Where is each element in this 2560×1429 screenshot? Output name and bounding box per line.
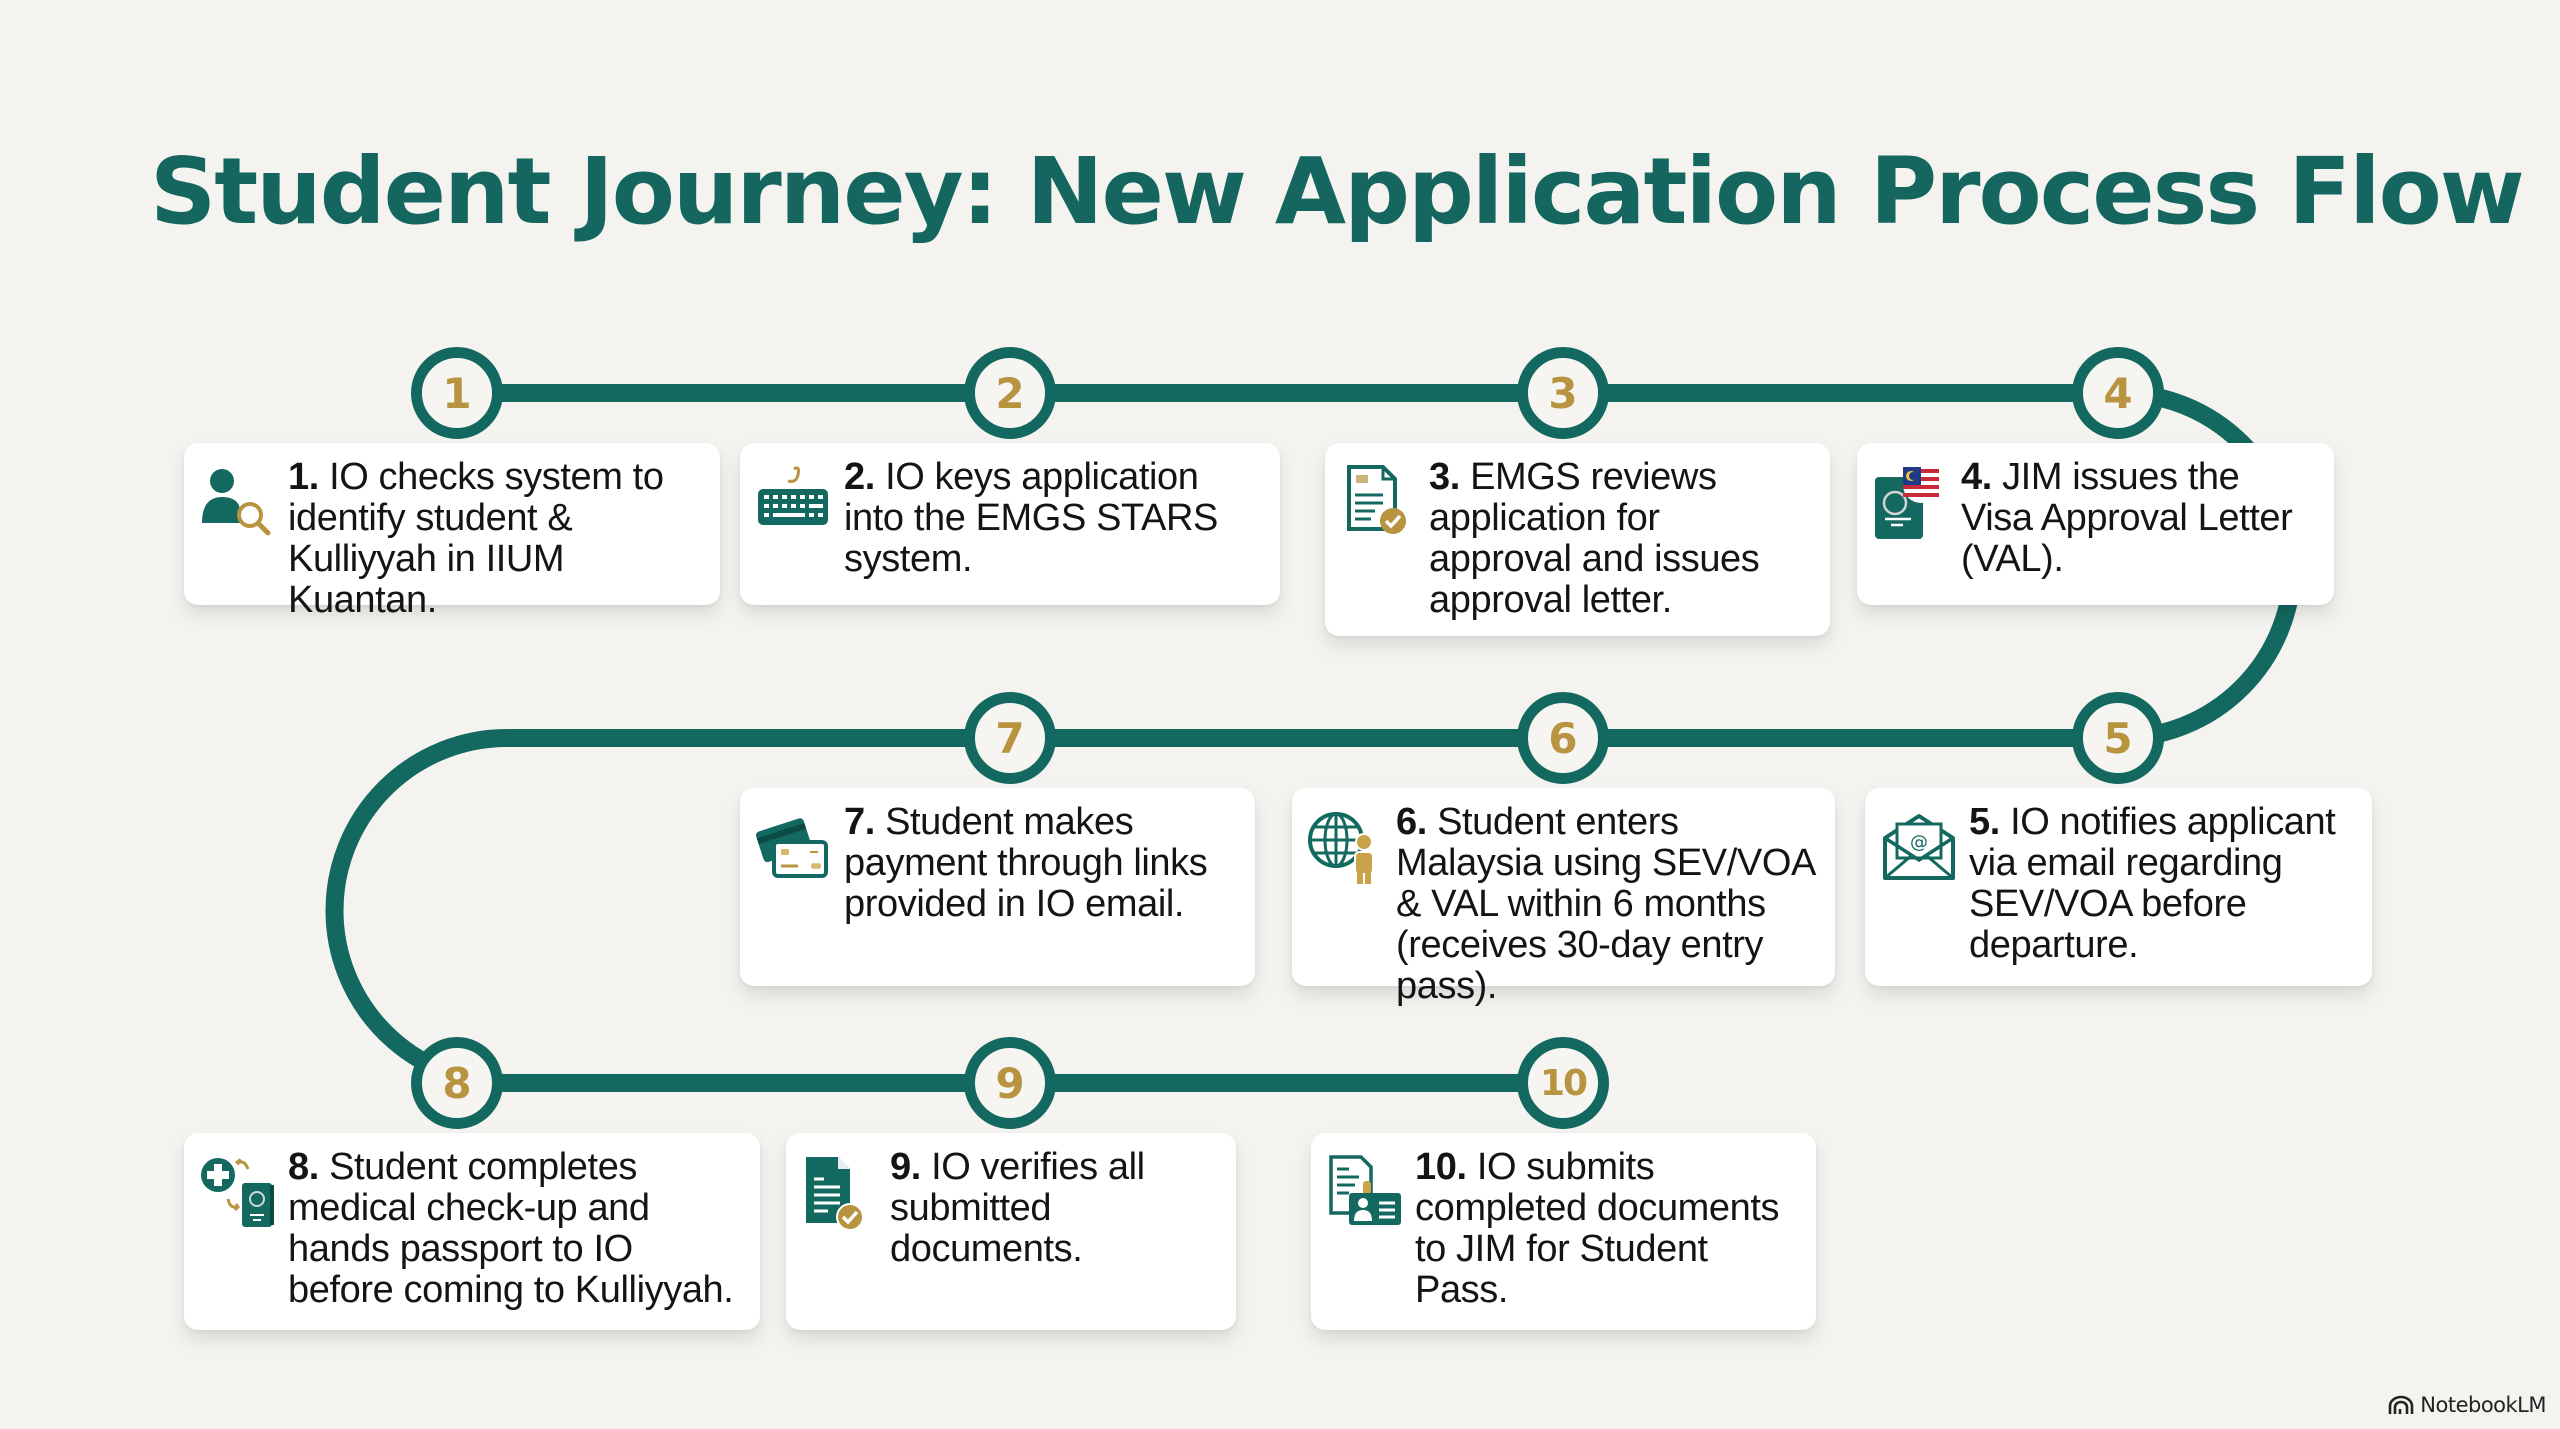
step-node-3: 3 — [1517, 347, 1609, 439]
document-approved-icon — [1347, 465, 1406, 534]
brand-label: NotebookLM — [2420, 1393, 2546, 1417]
step-text-10: 10. IO submits completed documents to JI… — [1415, 1146, 1780, 1311]
svg-text:@: @ — [1910, 832, 1928, 853]
step-card-7: 7. Student makes payment through links p… — [740, 788, 1255, 986]
step-node-7: 7 — [964, 692, 1056, 784]
step-node-6: 6 — [1517, 692, 1609, 784]
step-card-6: 6. Student enters Malaysia using SEV/VOA… — [1292, 788, 1835, 1007]
step-card-8: 8. Student completes medical check-up an… — [184, 1133, 760, 1330]
step-text-8: 8. Student completes medical check-up an… — [288, 1146, 734, 1311]
step-node-9: 9 — [964, 1037, 1056, 1129]
step-node-4: 4 — [2072, 347, 2164, 439]
step-card-1: 1. IO checks system to identify student … — [184, 443, 720, 621]
step-card-2: 2. IO keys application into the EMGS STA… — [740, 443, 1280, 605]
step-card-3: 3. EMGS reviews application for approval… — [1325, 443, 1830, 636]
step-text-6: 6. Student enters Malaysia using SEV/VOA… — [1396, 801, 1814, 1007]
passport-flag-icon — [1875, 467, 1939, 539]
step-node-5: 5 — [2072, 692, 2164, 784]
credit-card-icon — [755, 818, 828, 878]
page-title: Student Journey: New Application Process… — [150, 138, 2525, 245]
step-node-8: 8 — [411, 1037, 503, 1129]
step-text-2: 2. IO keys application into the EMGS STA… — [844, 456, 1218, 580]
step-text-4: 4. JIM issues the Visa Approval Letter (… — [1961, 456, 2293, 580]
step-text-5: 5. IO notifies applicant via email regar… — [1969, 801, 2336, 966]
globe-person-icon — [1308, 812, 1374, 884]
medical-passport-icon — [201, 1158, 274, 1227]
step-card-9: 9. IO verifies all submitted documents. — [786, 1133, 1236, 1330]
step-card-5: @ 5. IO notifies applicant via email reg… — [1865, 788, 2372, 986]
notebooklm-logo-icon — [2388, 1395, 2414, 1414]
user-search-icon — [202, 469, 271, 536]
step-node-2: 2 — [964, 347, 1056, 439]
step-card-4: 4. JIM issues the Visa Approval Letter (… — [1857, 443, 2334, 605]
step-card-10: 10. IO submits completed documents to JI… — [1311, 1133, 1816, 1330]
step-text-7: 7. Student makes payment through links p… — [844, 801, 1208, 925]
malaysia-flag-icon — [1903, 467, 1939, 503]
document-check-icon — [806, 1157, 864, 1231]
document-id-card-icon — [1329, 1155, 1401, 1225]
email-icon: @ — [1883, 814, 1955, 880]
keyboard-icon — [758, 466, 828, 525]
notebooklm-brand: NotebookLM — [2388, 1393, 2546, 1417]
step-text-9: 9. IO verifies all submitted documents. — [890, 1146, 1145, 1270]
step-node-10: 10 — [1517, 1037, 1609, 1129]
step-text-3: 3. EMGS reviews application for approval… — [1429, 456, 1760, 621]
step-node-1: 1 — [411, 347, 503, 439]
step-text-1: 1. IO checks system to identify student … — [288, 456, 664, 621]
